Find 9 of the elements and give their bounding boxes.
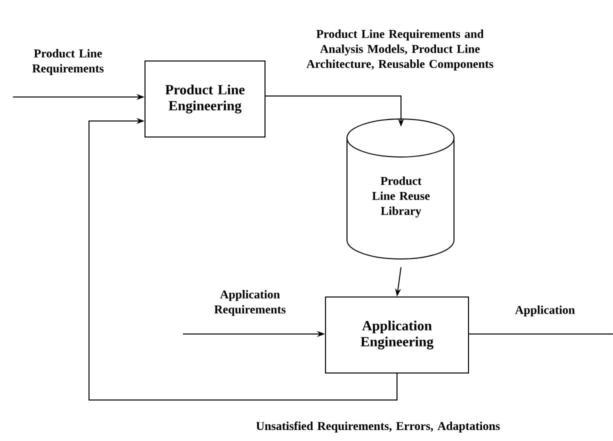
process-box: Product Line Engineering bbox=[144, 60, 266, 138]
edge-label: Product Line Requirements bbox=[32, 49, 104, 75]
arrow bbox=[88, 118, 398, 400]
edge-label: Product Line Requirements and Analysis Models, Product Line Architecture, Reusable Components bbox=[306, 30, 494, 70]
process-box: Application Engineering bbox=[325, 296, 469, 374]
database-cylinder: Product Line Reuse Library bbox=[346, 118, 454, 260]
edge-label: Unsatisfied Requirements, Errors, Adaptations bbox=[256, 421, 500, 432]
edge-label: Application Requirements bbox=[214, 290, 286, 316]
edge-label: Application bbox=[515, 306, 575, 316]
